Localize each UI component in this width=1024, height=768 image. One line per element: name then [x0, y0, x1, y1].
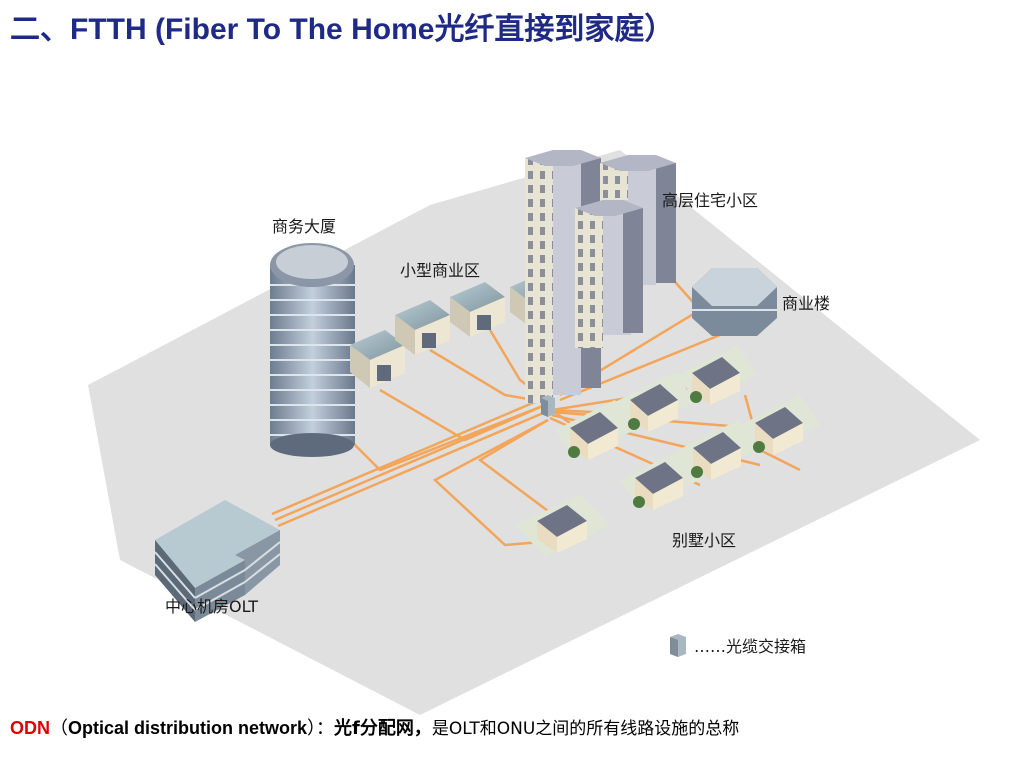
odn-english: Optical distribution network	[68, 718, 308, 738]
odn-term: ODN	[10, 718, 50, 738]
label-business-tower: 商务大厦	[272, 217, 336, 236]
optical-cross-connect-cabinet	[541, 395, 555, 417]
cabinet-icon	[670, 634, 686, 657]
page-title: 二、FTTH (Fiber To The Home光纤直接到家庭）	[10, 4, 674, 48]
legend-label: ……光缆交接箱	[694, 637, 806, 656]
close-paren: ）：	[307, 718, 335, 739]
open-paren: （	[50, 718, 68, 739]
label-villa-area: 别墅小区	[672, 531, 736, 550]
odn-description: 是OLT和ONU之间的所有线路设施的总称	[431, 719, 740, 739]
label-central-office-olt: 中心机房OLT	[165, 597, 258, 616]
title-suffix: 光纤直接到家庭）	[434, 12, 675, 47]
business-tower	[270, 243, 355, 457]
label-small-business-area: 小型商业区	[400, 261, 480, 280]
central-office-building	[154, 500, 281, 622]
title-latin: FTTH (Fiber To The Home	[70, 13, 435, 46]
legend: ……光缆交接箱	[670, 634, 806, 657]
title-prefix: 二、	[10, 12, 70, 47]
footer-note: ODN（Optical distribution network）：光f分配网，…	[10, 714, 739, 740]
label-commercial-building: 商业楼	[782, 294, 830, 313]
odn-chinese-term: 光f分配网，	[334, 718, 432, 739]
villa-houses	[515, 345, 820, 557]
highrise-residential	[525, 150, 676, 403]
commercial-building	[692, 268, 777, 336]
label-highrise-residential: 高层住宅小区	[662, 191, 758, 210]
